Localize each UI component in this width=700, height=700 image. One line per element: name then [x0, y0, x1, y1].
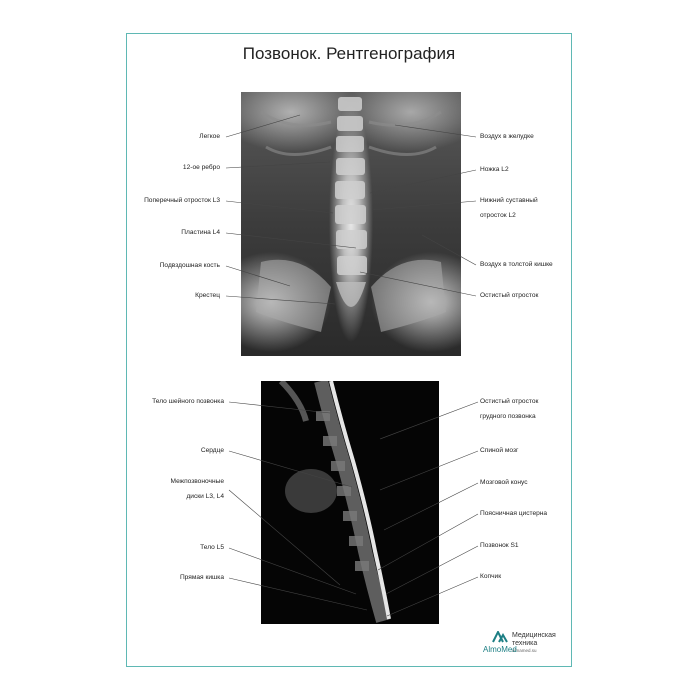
label-lamina-l4: Пластина L4 — [181, 229, 220, 236]
label-spinous-process: Остистый отросток — [480, 292, 539, 299]
label-stomach-air: Воздух в желудке — [480, 133, 534, 140]
label-transverse-process-l3: Поперечный отросток L3 — [144, 197, 220, 204]
label-spinal-cord: Спиной мозг — [480, 447, 519, 454]
poster-title: Позвонок. Рентгенография — [242, 44, 456, 63]
label-colon-air: Воздух в толстой кишке — [480, 261, 553, 268]
logo-name: AlmoMed — [483, 645, 517, 654]
label-body-l5: Тело L5 — [200, 544, 224, 551]
mri-image — [261, 381, 439, 624]
label-thoracic-spinous-2: грудного позвонка — [480, 413, 536, 420]
label-thoracic-spinous-1: Остистый отросток — [480, 398, 539, 405]
label-sacrum: Крестец — [195, 292, 220, 299]
label-rib-12: 12-ое ребро — [182, 164, 220, 171]
label-coccyx: Копчик — [480, 573, 502, 580]
label-discs-2: диски L3, L4 — [186, 493, 224, 500]
label-lumbar-cistern: Поясничная цистерна — [480, 510, 548, 517]
label-pedicle-l2: Ножка L2 — [480, 166, 509, 173]
label-conus: Мозговой конус — [480, 479, 528, 486]
xray-image — [241, 92, 461, 356]
logo-line-2: техника — [512, 640, 538, 647]
label-cervical-body: Тело шейного позвонка — [152, 398, 224, 405]
label-discs-1: Межпозвоночные — [170, 478, 225, 485]
label-rectum: Прямая кишка — [179, 574, 224, 581]
logo-url: almamed.su — [512, 648, 537, 653]
label-ilium: Подвздошная кость — [159, 262, 220, 269]
almomed-logo-icon — [492, 631, 508, 643]
logo-line-1: Медицинская — [512, 632, 556, 639]
label-lung: Легкое — [199, 133, 220, 140]
label-heart: Сердце — [200, 447, 224, 454]
label-inferior-articular-2: отросток L2 — [480, 212, 516, 219]
label-inferior-articular-1: Нижний суставный — [480, 197, 538, 204]
label-vertebra-s1: Позвонок S1 — [480, 542, 519, 549]
